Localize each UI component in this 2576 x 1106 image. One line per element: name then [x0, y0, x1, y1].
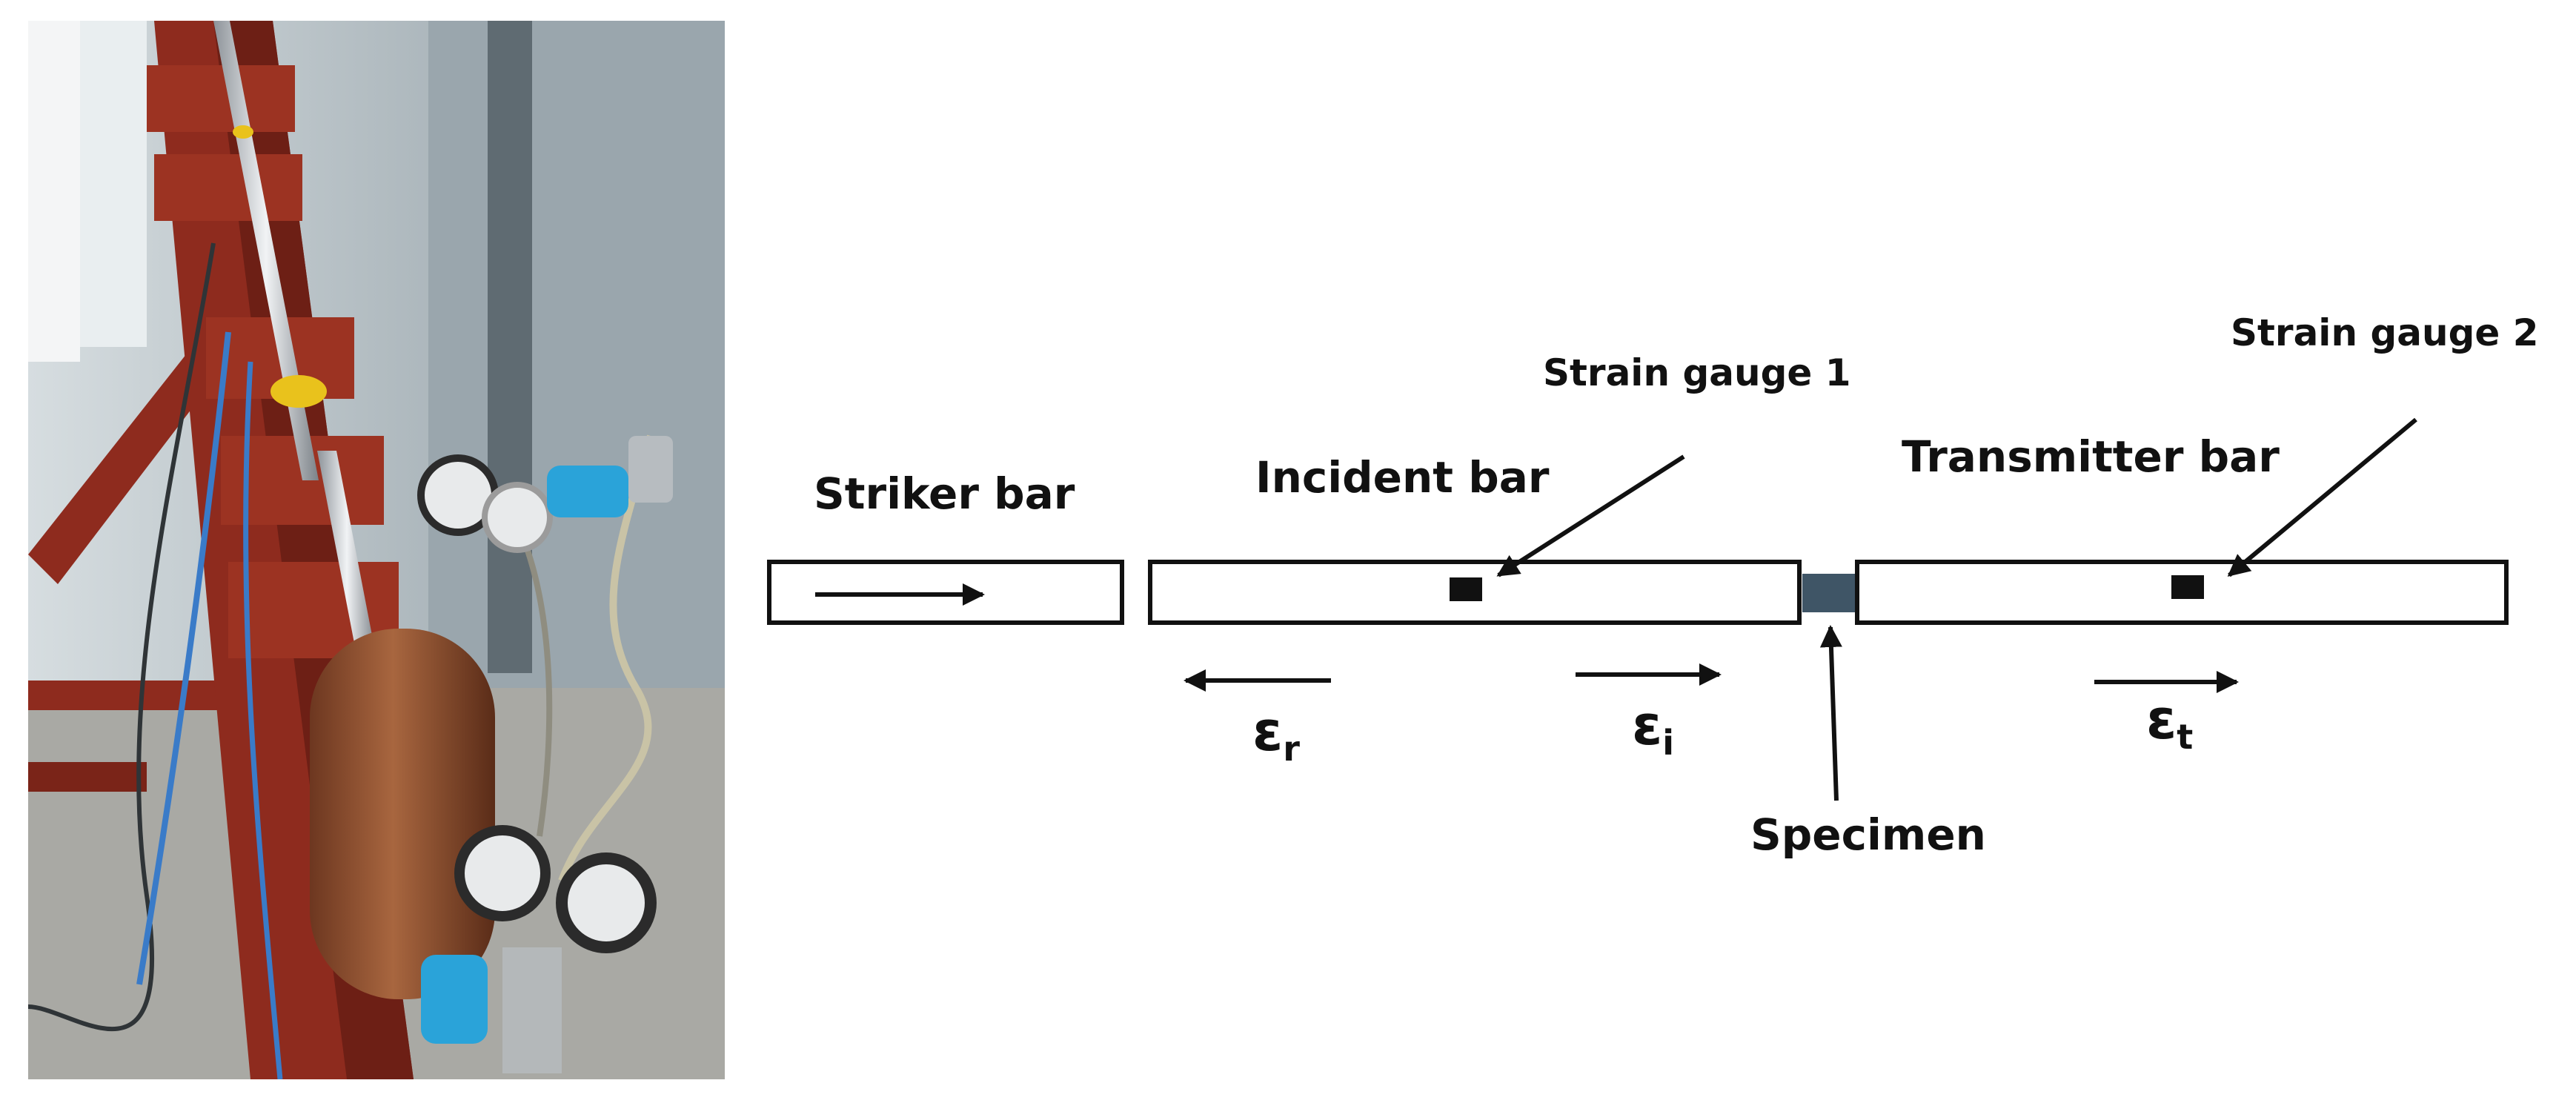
support-block: [154, 154, 302, 221]
specimen-label: Specimen: [1750, 809, 1986, 860]
wall-panel-dark: [488, 21, 532, 673]
steel-bar-lower: [317, 451, 376, 658]
strain-symbol-subscript: t: [2177, 717, 2193, 757]
striker-bar-label: Striker bar: [814, 468, 1075, 519]
strain-symbol-base: ε: [2146, 688, 2177, 752]
cable: [28, 242, 216, 1031]
transmitted-strain-symbol: εt: [2146, 688, 2193, 757]
valve-body: [502, 947, 562, 1073]
pressure-gauge: [556, 852, 657, 953]
incident-bar-label: Incident bar: [1255, 452, 1550, 503]
cable: [243, 361, 283, 1079]
strain-gauge-wrap: [233, 125, 253, 139]
reflected-strain-symbol: εr: [1252, 700, 1300, 769]
pressure-gauge: [482, 482, 553, 553]
strain-gauge-2-marker: [2171, 575, 2204, 599]
support-block: [147, 65, 295, 132]
blue-valve: [547, 466, 628, 517]
hose: [558, 434, 654, 882]
pressure-gauge: [454, 825, 551, 921]
strain-gauge-2-label: Strain gauge 2: [2231, 311, 2538, 354]
wall-panel: [428, 21, 725, 688]
incident-strain-symbol: εi: [1632, 694, 1674, 763]
valve-body: [628, 436, 673, 503]
strain-gauge-1-label: Strain gauge 1: [1543, 351, 1850, 394]
cable: [136, 331, 231, 985]
strain-symbol-base: ε: [1252, 700, 1283, 764]
strain-symbol-subscript: r: [1283, 729, 1300, 769]
strain-gauge-wrap: [270, 375, 327, 408]
pressure-vessel: [310, 629, 495, 999]
strain-symbol-subscript: i: [1662, 723, 1674, 763]
blue-valve: [421, 955, 488, 1044]
specimen-block: [1802, 574, 1856, 612]
transmitter-bar-label: Transmitter bar: [1902, 431, 2280, 482]
strain-gauge-1-marker: [1450, 577, 1482, 601]
strain-gauge-1-leader: [1496, 454, 1685, 577]
specimen-leader: [1819, 625, 1842, 801]
strain-gauge-2-leader: [2227, 417, 2417, 577]
person-sleeve: [28, 21, 80, 362]
frame-base-beam: [28, 762, 147, 792]
strain-symbol-base: ε: [1632, 694, 1662, 758]
apparatus-photo: [28, 21, 725, 1079]
